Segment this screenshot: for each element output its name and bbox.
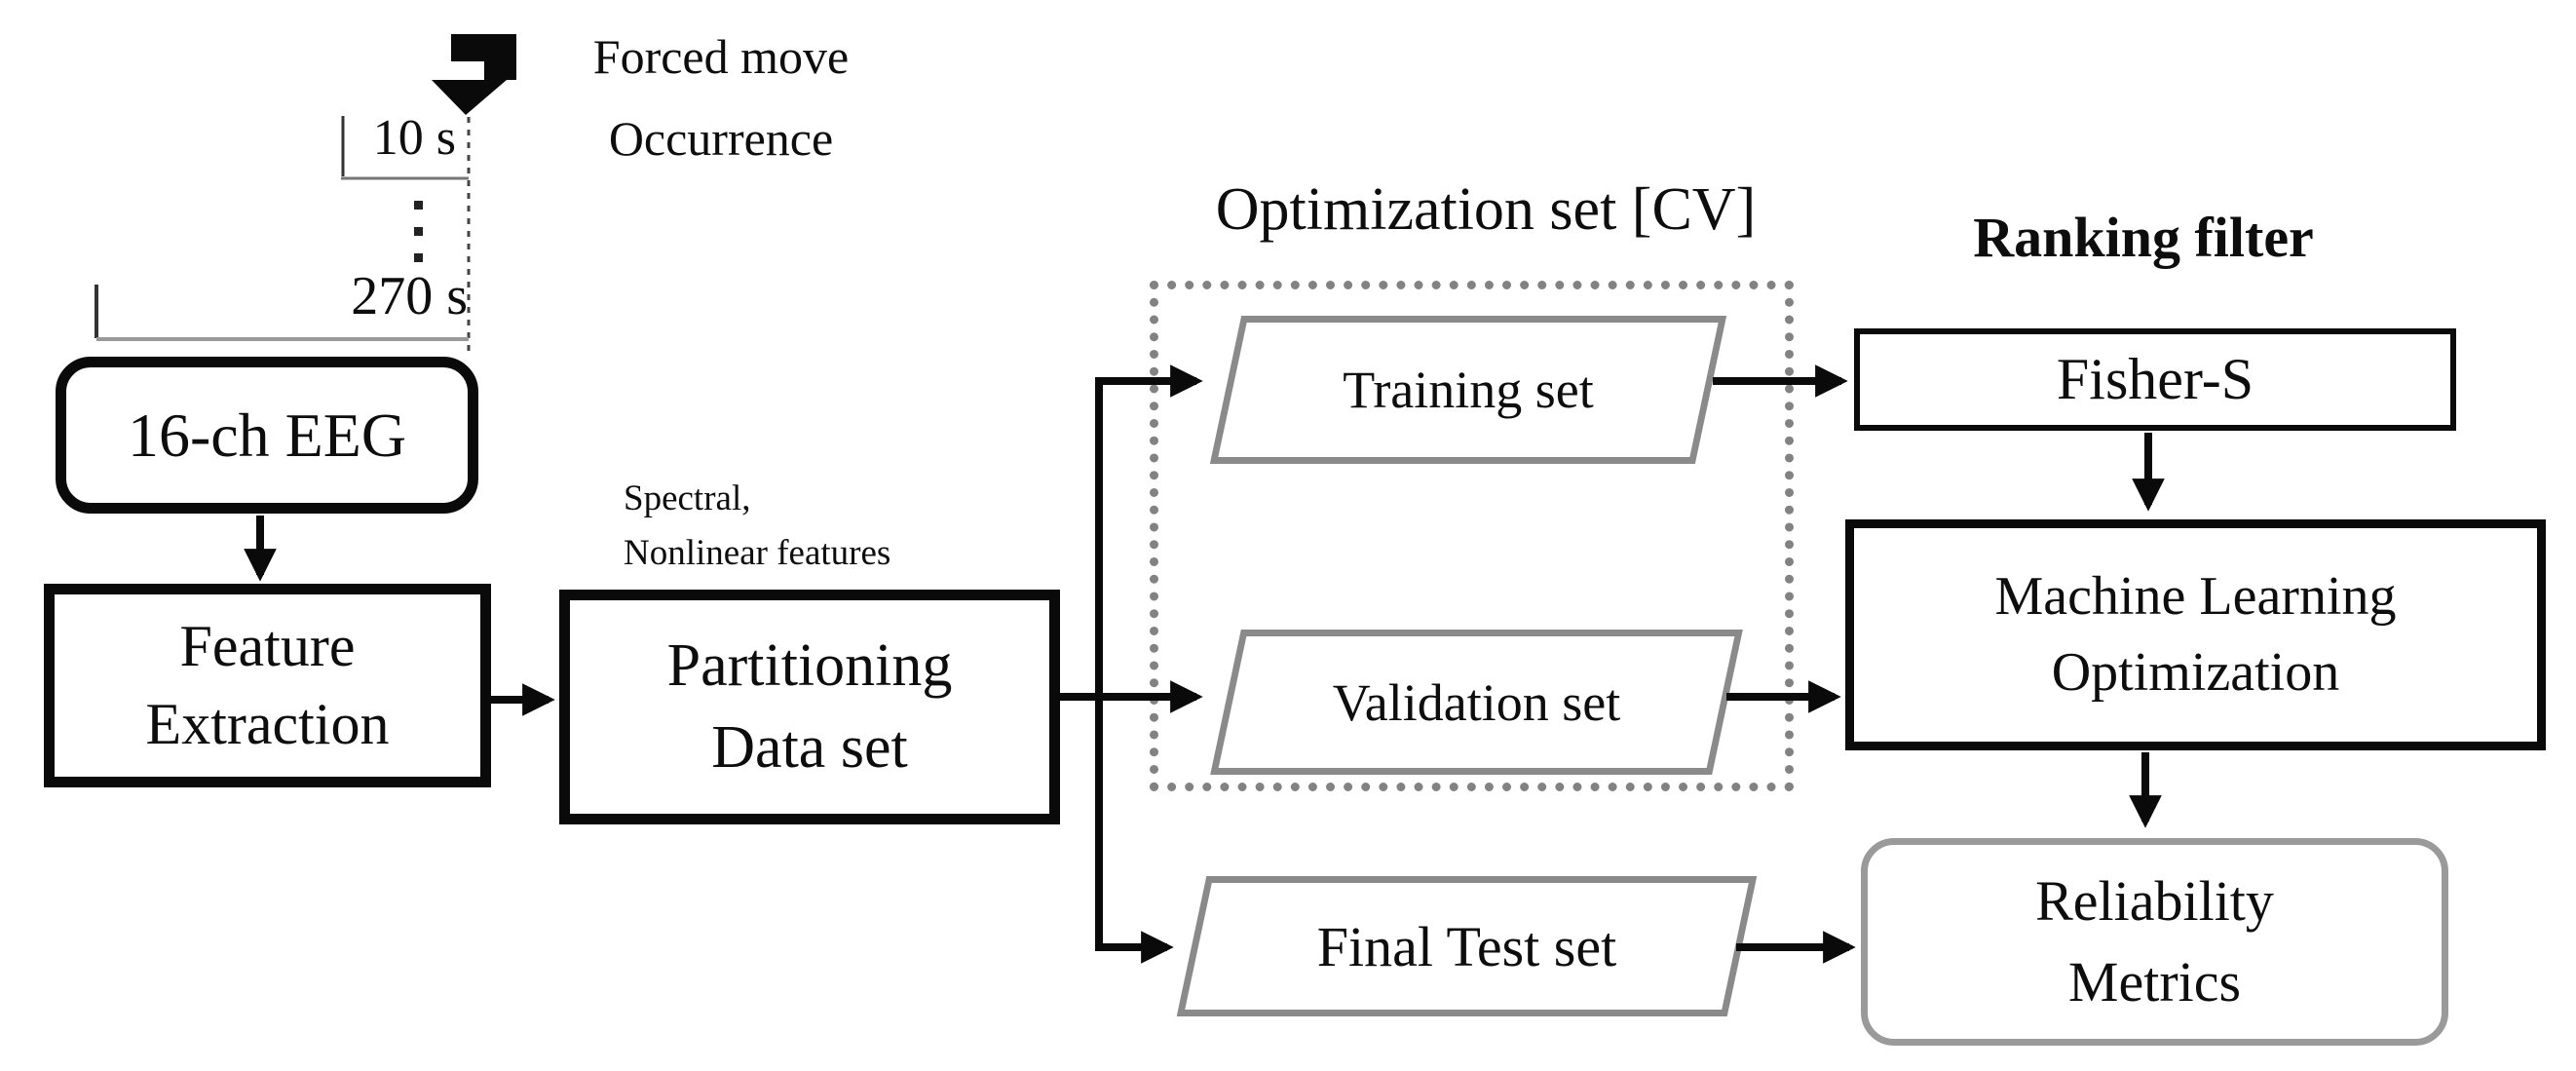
ranking-filter-title: Ranking filter [1973,206,2314,269]
node-reliability-metrics: Reliability Metrics [1861,838,2448,1046]
validation-set-label: Validation set [1332,672,1621,732]
node-partitioning-data-set: Partitioning Data set [559,590,1060,824]
final-test-set-label: Final Test set [1316,914,1617,978]
node-feature-extraction: Feature Extraction [44,584,491,787]
node-machine-learning-optimization: Machine Learning Optimization [1845,519,2546,750]
node-final-test-set: Final Test set [1174,876,1760,1016]
forced-move-occurrence-label: Forced move Occurrence [592,29,850,166]
ml-optimization-label: Machine Learning Optimization [1994,566,2397,703]
node-16ch-eeg-label: 16-ch EEG [127,400,407,470]
timeline-ellipsis-dots-icon [414,201,423,262]
fisher-s-label: Fisher-S [2056,347,2254,411]
node-validation-set: Validation set [1208,630,1745,775]
window-10s-label: 10 s [372,110,456,166]
spectral-nonlinear-note: Spectral, Nonlinear features [624,478,891,573]
node-feature-extraction-label: Feature Extraction [145,614,390,756]
node-partitioning-label: Partitioning Data set [666,631,953,781]
node-fisher-s: Fisher-S [1854,328,2456,431]
node-training-set: Training set [1208,316,1728,464]
forced-move-event-arrow-icon [432,34,516,115]
reliability-metrics-label: Reliability Metrics [2035,869,2274,1014]
window-270s-label: 270 s [351,266,468,326]
optimization-set-group-box [1150,281,1794,791]
node-16ch-eeg: 16-ch EEG [56,357,478,514]
optimization-set-title: Optimization set [CV] [1215,176,1757,243]
training-set-label: Training set [1343,361,1594,419]
